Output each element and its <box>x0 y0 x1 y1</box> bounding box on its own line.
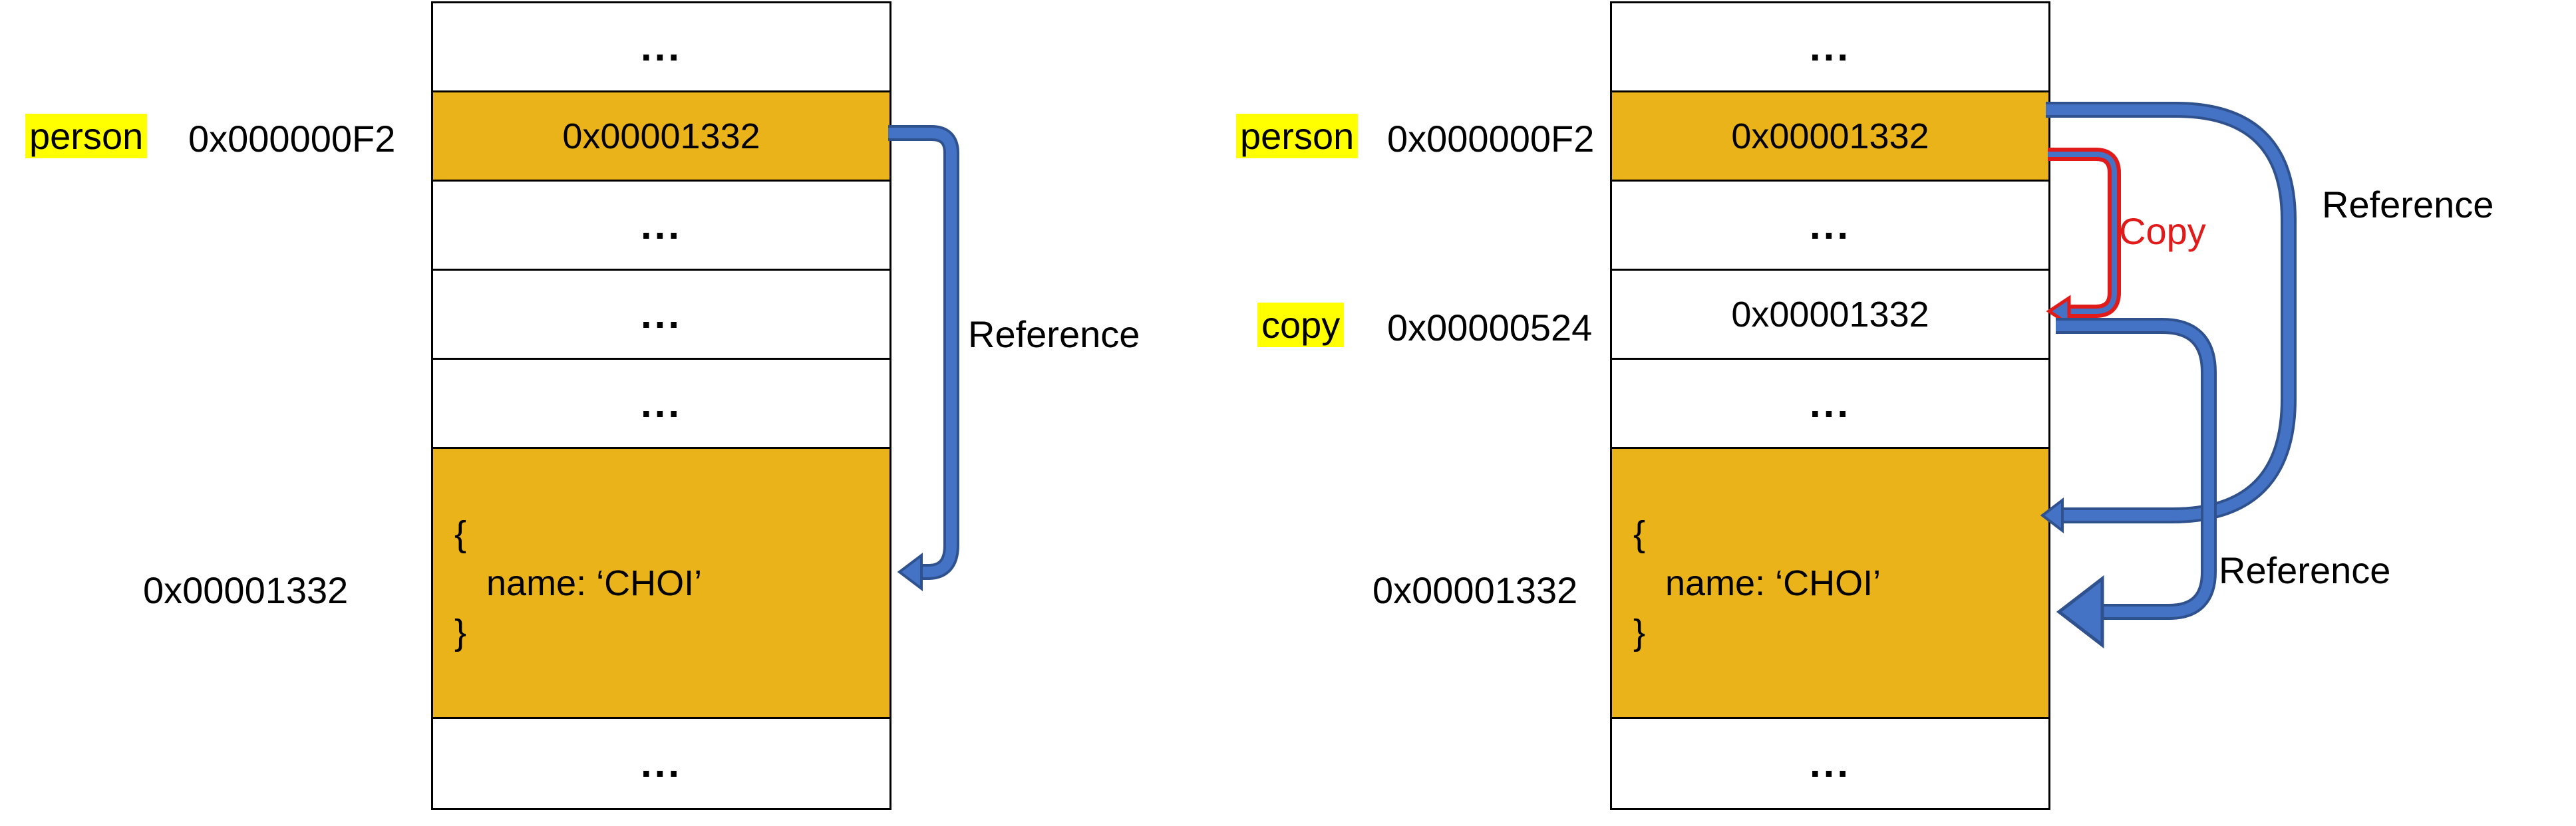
left-ellipsis-4: ... <box>640 380 682 426</box>
right-ellipsis-bottom: ... <box>1809 741 1851 785</box>
left-cell-3: ... <box>431 269 891 360</box>
left-cell-top: ... <box>431 1 891 92</box>
right-cell-2: ... <box>1610 180 2050 271</box>
right-copy-value: 0x00001332 <box>1731 294 1929 335</box>
right-copy-address: 0x00000524 <box>1387 307 1593 348</box>
right-cell-top: ... <box>1610 1 2050 92</box>
right-object-body: name: ‘CHOI’ <box>1665 563 1881 603</box>
left-ellipsis-3: ... <box>640 291 682 337</box>
right-cell-4: ... <box>1610 358 2050 449</box>
left-object-open: { <box>454 513 467 554</box>
reference-top-label: Reference <box>2322 184 2494 225</box>
left-ellipsis-bottom: ... <box>640 741 682 785</box>
right-object-literal: { name: ‘CHOI’ } <box>1633 509 1881 657</box>
left-reference-label: Reference <box>968 313 1140 355</box>
right-person-address: 0x000000F2 <box>1387 118 1595 160</box>
right-copy-label: copy <box>1257 303 1345 347</box>
right-ellipsis-2: ... <box>1809 202 1851 247</box>
left-reference-arrow <box>888 125 959 592</box>
left-object-address: 0x00001332 <box>143 569 349 611</box>
right-ellipsis-top: ... <box>1809 24 1851 69</box>
left-person-address: 0x000000F2 <box>188 118 396 160</box>
left-cell-bottom: ... <box>431 717 891 810</box>
copy-arrow-label: Copy <box>2119 210 2206 252</box>
right-ellipsis-4: ... <box>1809 380 1851 426</box>
left-object-close: } <box>454 612 467 652</box>
right-person-value: 0x00001332 <box>1731 116 1929 156</box>
right-object-address: 0x00001332 <box>1372 569 1578 611</box>
reference-bottom-label: Reference <box>2219 549 2391 591</box>
left-cell-2: ... <box>431 180 891 271</box>
right-copy-variable: copy <box>1257 303 1345 347</box>
left-ellipsis-top: ... <box>640 24 682 69</box>
left-object-literal: { name: ‘CHOI’ } <box>454 509 702 657</box>
left-cell-4: ... <box>431 358 891 449</box>
right-reference-arrow-bottom <box>2056 318 2217 649</box>
right-object-open: { <box>1633 513 1646 554</box>
left-person-value: 0x00001332 <box>562 116 760 156</box>
right-person-label: person <box>1236 114 1359 158</box>
left-person-label: person <box>25 114 148 158</box>
right-cell-object: { name: ‘CHOI’ } <box>1610 447 2050 719</box>
left-person-variable: person <box>25 114 148 158</box>
copy-arrow <box>2046 148 2121 328</box>
right-cell-person: 0x00001332 <box>1610 90 2050 182</box>
right-person-variable: person <box>1236 114 1359 158</box>
right-reference-arrow-top <box>2040 102 2297 534</box>
right-cell-bottom: ... <box>1610 717 2050 810</box>
left-ellipsis-2: ... <box>640 202 682 247</box>
left-cell-object: { name: ‘CHOI’ } <box>431 447 891 719</box>
right-object-close: } <box>1633 612 1646 652</box>
right-cell-copy: 0x00001332 <box>1610 269 2050 360</box>
left-object-body: name: ‘CHOI’ <box>486 563 703 603</box>
